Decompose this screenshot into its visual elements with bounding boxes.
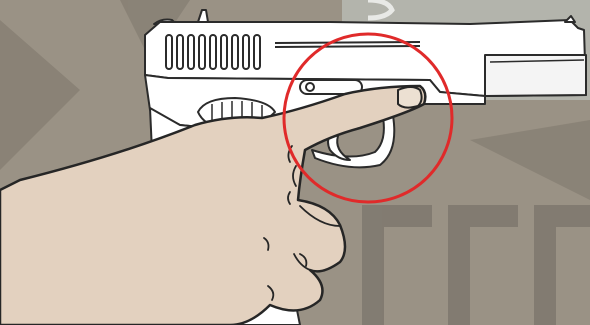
index-finger-icon [398,87,422,108]
pistol-serrations [166,35,260,69]
